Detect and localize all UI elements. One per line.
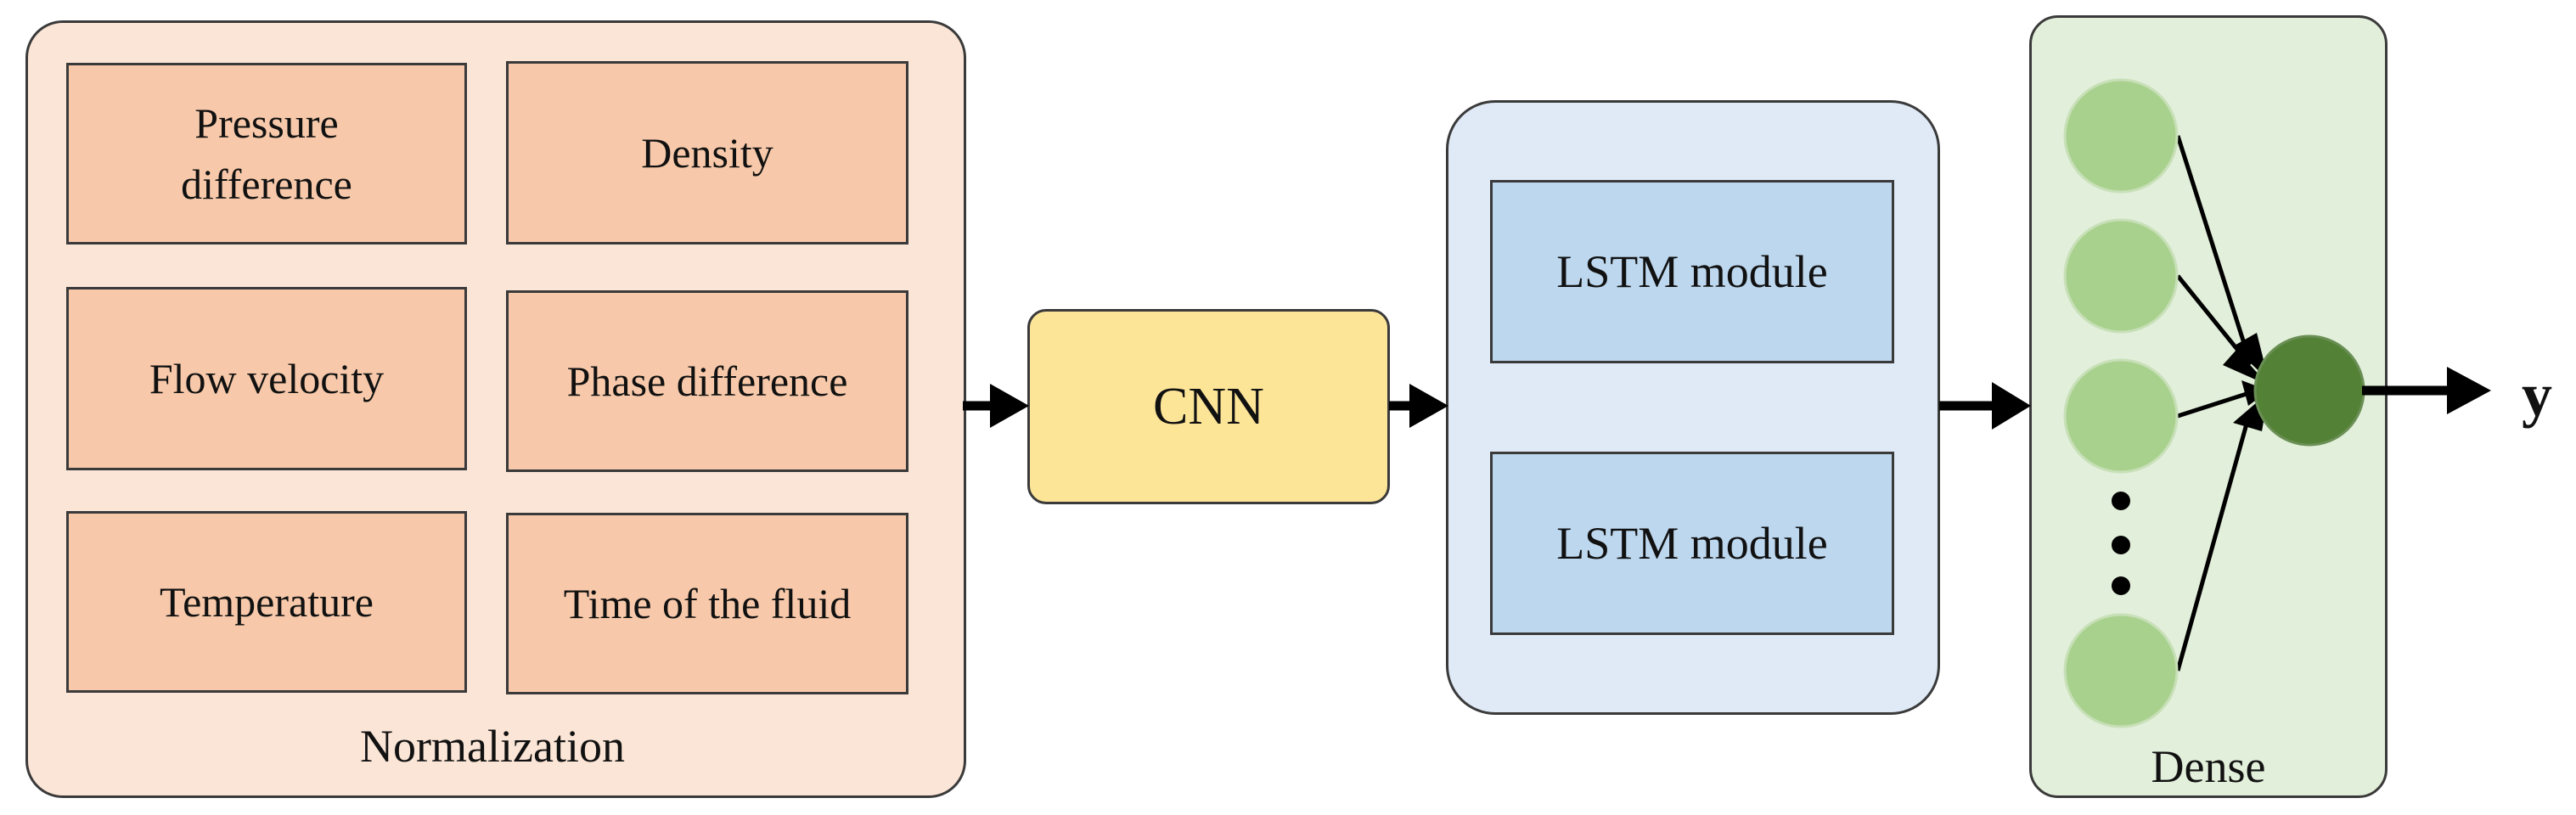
ellipsis-dot-2 [2112, 536, 2130, 554]
cnn-block: CNN [1027, 309, 1390, 504]
arrowhead-dense-to-output [2447, 367, 2491, 414]
output-y-label: y [2522, 361, 2552, 429]
arrowhead-lstm-to-dense [1992, 382, 2031, 430]
feature-density: Density [506, 61, 908, 244]
lstm-module-1: LSTM module [1490, 180, 1894, 363]
ellipsis-dot-3 [2112, 576, 2130, 595]
dense-label: Dense [2151, 741, 2266, 792]
feature-time-of-the-fluid: Time of the fluid [506, 513, 908, 694]
dense-input-node-1 [2063, 78, 2179, 194]
feature-temperature: Temperature [66, 511, 467, 693]
connection-4 [2175, 411, 2253, 672]
feature-pressure-difference: Pressure difference [66, 63, 467, 244]
dense-input-node-4 [2063, 613, 2179, 728]
normalization-label: Normalization [360, 721, 625, 772]
arrowhead-normalization-to-cnn [990, 384, 1029, 428]
feature-phase-difference: Phase difference [506, 290, 908, 472]
arrowhead-cnn-to-lstm [1409, 384, 1448, 428]
dense-input-node-3 [2063, 358, 2179, 474]
connection-1 [2175, 135, 2251, 357]
lstm-module-2: LSTM module [1490, 452, 1894, 635]
dense-output-node [2253, 334, 2365, 447]
dense-input-node-2 [2063, 218, 2179, 334]
ellipsis-dot-1 [2112, 492, 2130, 510]
connection-3 [2177, 390, 2253, 419]
feature-flow-velocity: Flow velocity [66, 287, 467, 470]
